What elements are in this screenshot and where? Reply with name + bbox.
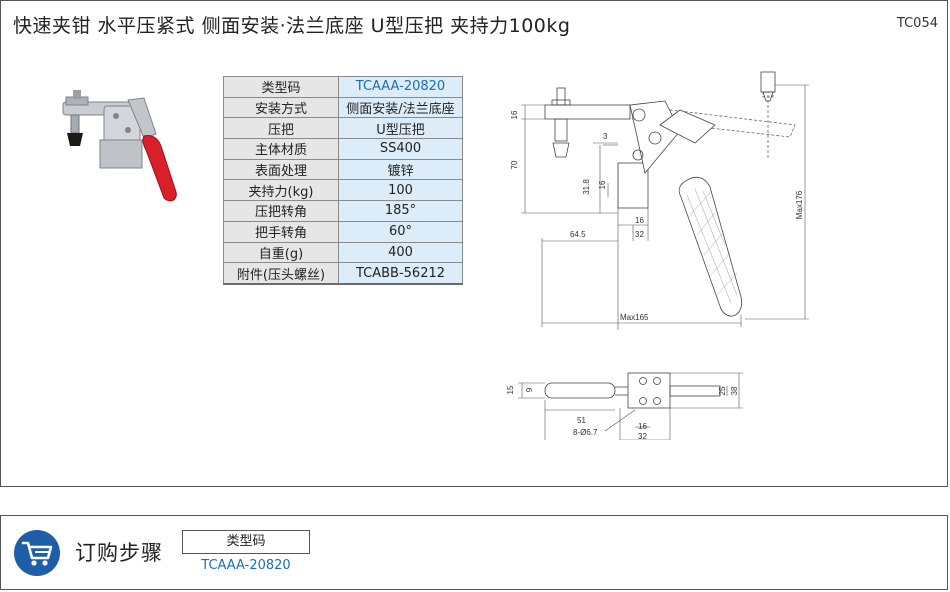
dim-16-mid: 16: [598, 180, 607, 189]
spec-key: 安装方式: [223, 96, 339, 119]
spec-value: U型压把: [338, 117, 463, 140]
order-header: 类型码: [182, 530, 310, 554]
top-view: 15 9 51 25 38 16 32 8-Ø6.7: [506, 372, 743, 440]
spec-value: 镀锌: [338, 158, 463, 181]
dim-38: 38: [730, 386, 739, 395]
dim-max165: Max165: [620, 313, 649, 322]
dim-32-body: 32: [635, 230, 644, 239]
spec-value: 侧面安装/法兰底座: [338, 96, 463, 119]
spec-key: 类型码: [223, 76, 339, 98]
spec-key: 压把: [223, 117, 339, 140]
spec-row: 夹持力(kg)100: [223, 179, 463, 202]
spec-key: 把手转角: [223, 220, 339, 243]
spec-key: 表面处理: [223, 158, 339, 181]
page-title: 快速夹钳 水平压紧式 侧面安装·法兰底座 U型压把 夹持力100kg: [13, 15, 571, 37]
dim-hole: 8-Ø6.7: [573, 428, 598, 437]
dim-16-body: 16: [635, 216, 644, 225]
product-photo: [62, 90, 177, 202]
shopping-cart-icon: [14, 530, 60, 576]
spec-key: 附件(压头螺丝): [223, 262, 339, 285]
order-panel: [0, 515, 948, 590]
spec-row: 表面处理镀锌: [223, 158, 463, 181]
spec-value: TCABB-56212: [338, 262, 463, 285]
dim-16-top: 16: [510, 110, 519, 119]
dim-15: 15: [506, 385, 515, 394]
spec-key: 主体材质: [223, 138, 339, 160]
spec-value: 185°: [338, 200, 463, 222]
spec-key: 夹持力(kg): [223, 179, 339, 202]
spec-key: 自重(g): [223, 241, 339, 264]
spec-value: 400: [338, 241, 463, 264]
dim-3: 3: [603, 132, 608, 141]
spec-value: 60°: [338, 220, 463, 243]
dim-64-5: 64.5: [570, 230, 586, 239]
spec-row: 自重(g)400: [223, 241, 463, 264]
order-value: TCAAA-20820: [201, 558, 291, 573]
spec-key: 压把转角: [223, 200, 339, 222]
spec-value: TCAAA-20820: [338, 76, 463, 98]
dim-51: 51: [577, 416, 586, 425]
dim-32-top-view: 32: [638, 432, 647, 440]
spec-row: 附件(压头螺丝)TCABB-56212: [223, 262, 463, 285]
dim-25: 25: [718, 386, 727, 395]
side-view: 16 70 3 31.8 16 64.5 16 32 Max176 Max165: [510, 71, 809, 330]
spec-value: 100: [338, 179, 463, 202]
product-panel: [0, 0, 948, 487]
product-code: TC054: [896, 16, 938, 31]
dim-70: 70: [510, 160, 519, 169]
dim-max176: Max176: [795, 190, 804, 219]
dim-16-top-view: 16: [638, 422, 647, 431]
order-title: 订购步骤: [75, 541, 163, 565]
technical-drawing: 16 70 3 31.8 16 64.5 16 32 Max176 Max165: [506, 71, 809, 440]
spec-value: SS400: [338, 138, 463, 160]
dim-31-8: 31.8: [582, 179, 591, 195]
spec-row: 安装方式侧面安装/法兰底座: [223, 96, 463, 119]
dim-9: 9: [525, 387, 534, 392]
